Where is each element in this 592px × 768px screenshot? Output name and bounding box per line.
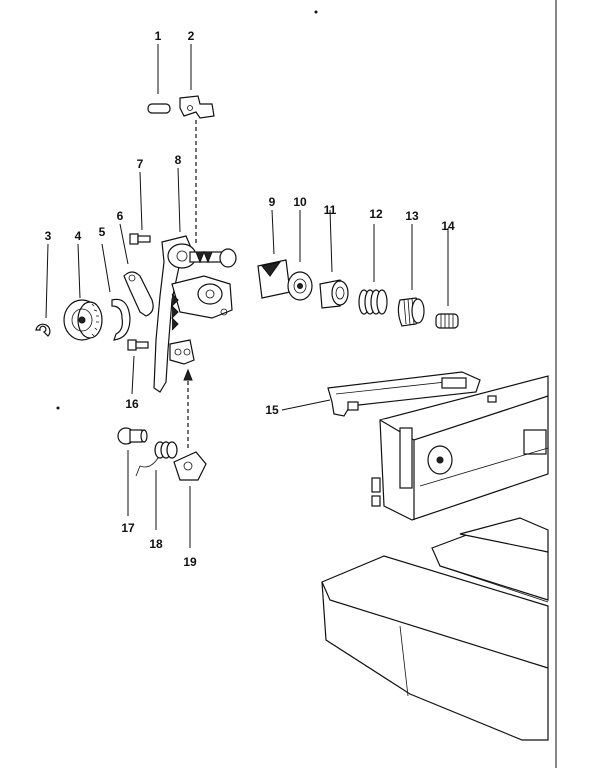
part-4-knurled-knob [63, 243, 103, 341]
callout-3: 3 [45, 229, 52, 243]
callout-10: 10 [293, 195, 307, 209]
part-3-retaining-ring [35, 243, 51, 337]
callout-17: 17 [121, 521, 135, 535]
part-19-cam-plate [173, 451, 207, 548]
callout-19: 19 [183, 555, 197, 569]
part-8-main-arm [153, 167, 237, 393]
callout-2: 2 [188, 29, 195, 43]
part-9-plate [257, 209, 291, 299]
part-10-disc [287, 210, 313, 301]
part-7-screw [129, 171, 151, 245]
part-16-screw [127, 339, 149, 395]
callout-7: 7 [137, 157, 144, 171]
part-5-spring-clip [101, 243, 131, 341]
part-15-guide-rail [281, 371, 481, 417]
callout-8: 8 [175, 153, 182, 167]
part-1-pin [147, 44, 171, 114]
part-6-lever [119, 223, 154, 317]
part-11-sleeve [319, 209, 349, 309]
callout-16: 16 [125, 397, 139, 411]
callout-9: 9 [269, 195, 276, 209]
part-19-leader-arrow [183, 368, 193, 448]
callout-14: 14 [441, 219, 455, 233]
part-18-torsion-spring [135, 441, 178, 530]
part-14-set-screw [435, 228, 459, 329]
callout-6: 6 [117, 209, 124, 223]
part-13-knurled-nut [397, 224, 425, 327]
callout-1: 1 [155, 29, 162, 43]
part-12-spring [358, 224, 388, 315]
machine-body [371, 375, 549, 521]
callout-13: 13 [405, 209, 419, 223]
callout-18: 18 [149, 537, 163, 551]
callout-15: 15 [265, 403, 279, 417]
callout-11: 11 [324, 203, 337, 217]
callout-12: 12 [369, 207, 383, 221]
part-17-shoulder-screw [117, 427, 148, 516]
machine-base [321, 517, 549, 741]
callout-4: 4 [75, 229, 82, 243]
callout-5: 5 [99, 225, 106, 239]
part-2-bracket [179, 44, 215, 244]
